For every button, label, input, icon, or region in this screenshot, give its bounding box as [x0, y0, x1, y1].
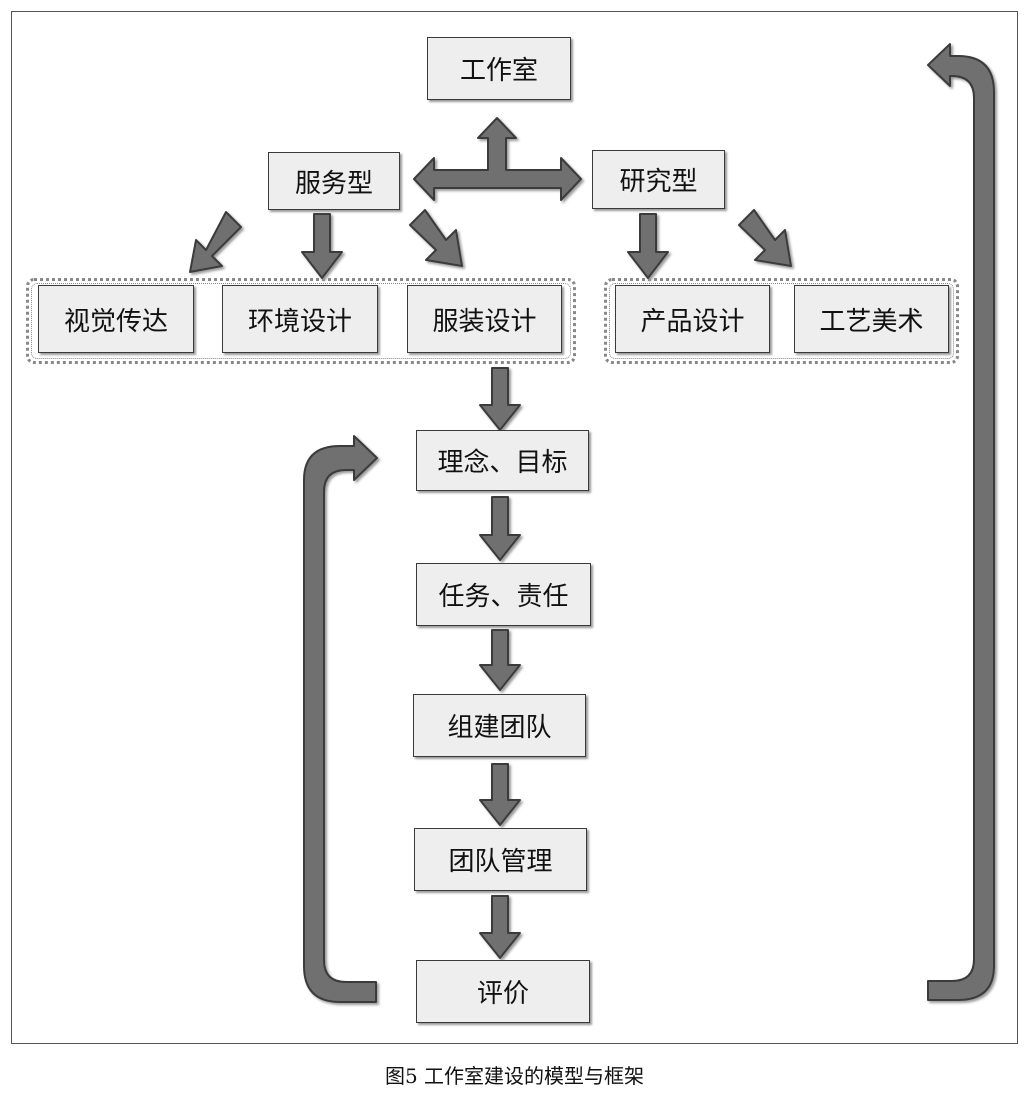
environment-design-node: 环境设计: [222, 285, 378, 353]
arts-crafts-label: 工艺美术: [819, 306, 924, 337]
evaluation-node: 评价: [416, 960, 590, 1023]
research-group-container: [604, 278, 959, 364]
arrow-to-environment-design: [301, 213, 343, 279]
service-type-label: 服务型: [294, 168, 373, 199]
research-type-node: 研究型: [592, 150, 725, 209]
service-group-inner-border: [31, 283, 571, 359]
arrow-to-team-building: [479, 629, 521, 691]
concept-goal-node: 理念、目标: [416, 430, 589, 491]
arrow-to-fashion-design: [409, 209, 463, 267]
product-design-node: 产品设计: [615, 285, 770, 353]
fashion-design-label: 服装设计: [432, 306, 537, 337]
studio-node: 工作室: [427, 37, 571, 100]
arts-crafts-node: 工艺美术: [794, 285, 949, 353]
team-management-label: 团队管理: [448, 847, 553, 877]
team-building-node: 组建团队: [413, 694, 586, 757]
arrow-to-team-management: [479, 763, 521, 826]
task-responsibility-node: 任务、责任: [416, 563, 591, 626]
studio-branch-arrow: [413, 117, 582, 201]
visual-communication-node: 视觉传达: [38, 285, 194, 353]
visual-communication-label: 视觉传达: [63, 306, 168, 337]
service-type-node: 服务型: [268, 152, 400, 210]
arrow-to-arts-crafts: [738, 209, 792, 267]
task-responsibility-label: 任务、责任: [438, 582, 569, 612]
team-management-node: 团队管理: [414, 828, 587, 891]
team-building-label: 组建团队: [447, 713, 552, 743]
arrow-to-concept-goal: [479, 367, 521, 431]
arrow-to-task-responsibility: [479, 496, 521, 561]
fashion-design-node: 服装设计: [407, 285, 562, 353]
arrow-to-evaluation: [479, 895, 521, 959]
service-group-container: [26, 278, 576, 364]
right-feedback-loop-arrow: [927, 43, 995, 1001]
arrow-to-visual-communication: [189, 211, 242, 273]
evaluation-label: 评价: [476, 979, 529, 1009]
figure-caption: 图5 工作室建设的模型与框架: [384, 1064, 645, 1088]
environment-design-label: 环境设计: [247, 306, 352, 337]
concept-goal-label: 理念、目标: [437, 448, 568, 478]
research-type-label: 研究型: [619, 167, 698, 197]
product-design-label: 产品设计: [640, 306, 745, 337]
research-group-inner-border: [609, 283, 954, 359]
left-feedback-loop-arrow: [303, 435, 378, 1003]
arrow-to-product-design: [627, 213, 669, 279]
studio-label: 工作室: [459, 56, 538, 86]
